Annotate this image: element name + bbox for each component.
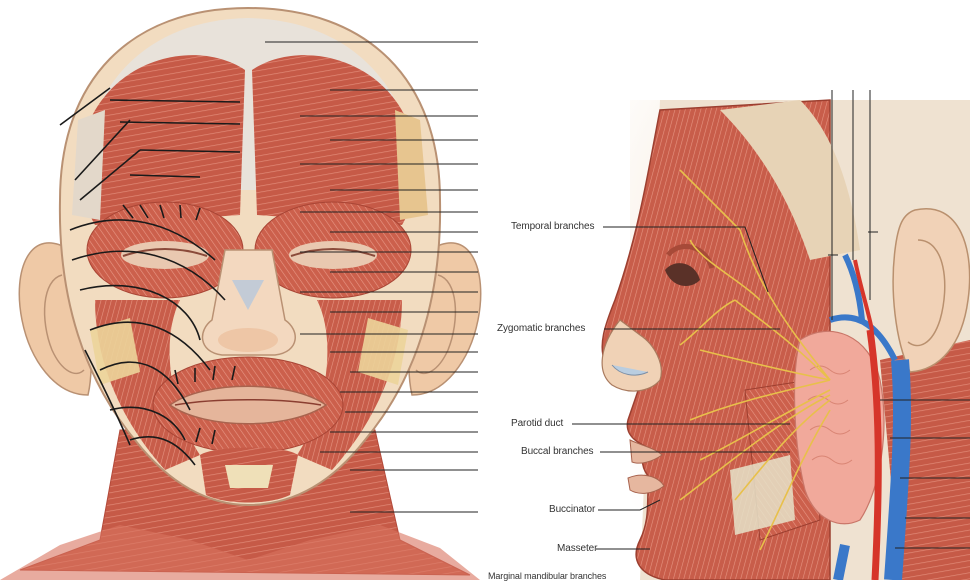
label-parotid-duct: Parotid duct bbox=[511, 418, 563, 429]
label-temporal-branches: Temporal branches bbox=[511, 221, 594, 232]
right-lateral-figure bbox=[572, 90, 970, 580]
label-masseter: Masseter bbox=[557, 543, 597, 554]
label-buccinator: Buccinator bbox=[549, 504, 595, 515]
retromandibular-vein bbox=[893, 360, 902, 580]
label-zygomatic-branches: Zygomatic branches bbox=[497, 323, 585, 334]
left-face-figure bbox=[0, 8, 481, 580]
label-buccal-branches: Buccal branches bbox=[521, 446, 593, 457]
